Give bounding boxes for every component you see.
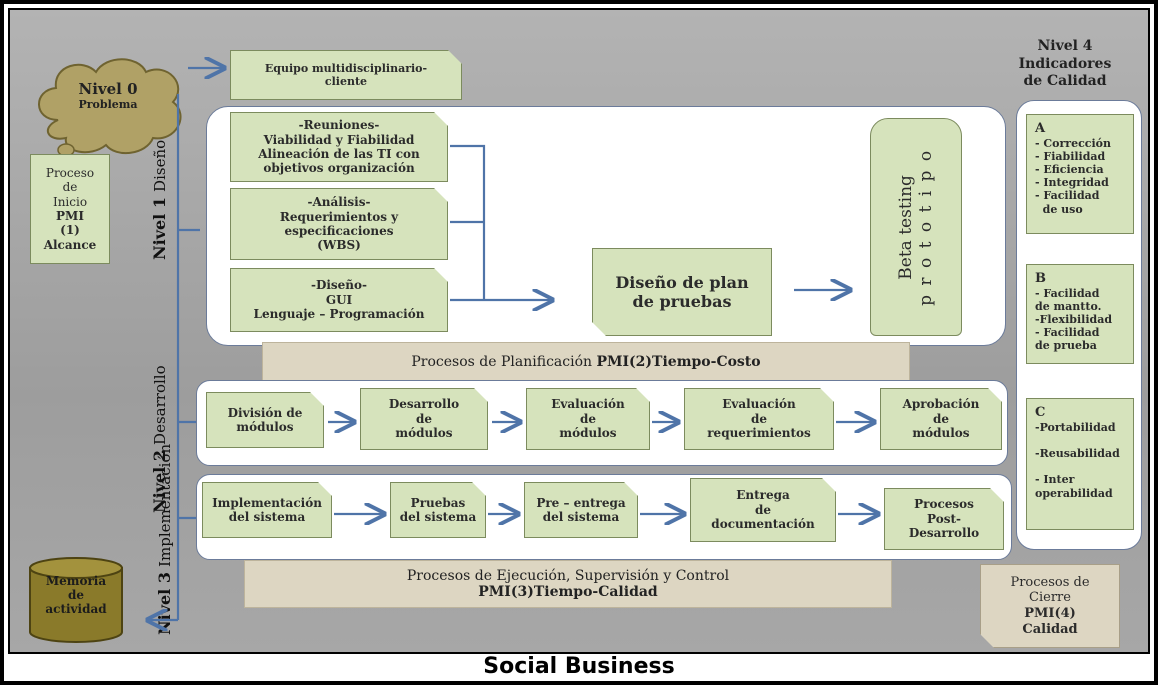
cierre-box: Procesos de Cierre PMI(4) Calidad (980, 564, 1120, 648)
design-box-reuniones: -Reuniones- Viabilidad y Fiabilidad Alin… (230, 112, 448, 182)
memoria-cylinder-icon (29, 557, 123, 643)
equipo-box: Equipo multidisciplinario- cliente (230, 50, 462, 100)
design-box-diseno: -Diseño- GUI Lenguaje – Programación (230, 268, 448, 332)
quality-c-letter: C (1035, 405, 1046, 420)
dev-box-division: División de módulos (206, 392, 324, 448)
impl-box-implementacion: Implementación del sistema (202, 482, 332, 538)
plan-pruebas-box: Diseño de plan de pruebas (592, 248, 772, 336)
quality-group-a: A - Corrección - Fiabilidad - Eficiencia… (1026, 114, 1134, 234)
quality-a-letter: A (1035, 121, 1046, 136)
impl-box-post-desarrollo: Procesos Post- Desarrollo (884, 488, 1004, 550)
diagram-title: Social Business (483, 654, 675, 679)
impl-box-entrega: Entrega de documentación (690, 478, 836, 542)
memoria-label: Memoria de actividad (45, 574, 107, 616)
cierre-pmi: PMI(4) Calidad (1022, 606, 1078, 637)
ejecucion-pmi: PMI(3)Tiempo-Calidad (478, 584, 658, 600)
dev-box-desarrollo: Desarrollo de módulos (360, 388, 488, 450)
nivel4-label: Nivel 4 Indicadores de Calidad (1018, 38, 1112, 89)
planificacion-pmi: PMI(2)Tiempo-Costo (596, 354, 761, 370)
quality-group-b: B - Facilidad de mantto. -Flexibilidad -… (1026, 264, 1134, 364)
quality-a-items: - Corrección - Fiabilidad - Eficiencia -… (1035, 136, 1111, 216)
beta-testing-box: Beta testing p r o t o t i p o (870, 118, 962, 336)
design-box-analisis: -Análisis- Requerimientos y especificaci… (230, 188, 448, 260)
cierre-text: Procesos de Cierre (1010, 574, 1090, 606)
impl-box-pruebas: Pruebas del sistema (390, 482, 486, 538)
quality-c-items: -Portabilidad -Reusabilidad - Inter oper… (1035, 420, 1120, 500)
quality-b-letter: B (1035, 271, 1046, 286)
dev-box-aprobacion: Aprobación de módulos (880, 388, 1002, 450)
nivel0-title: Nivel 0 (78, 80, 138, 98)
ejecucion-band: Procesos de Ejecución, Supervisión y Con… (244, 560, 892, 608)
dev-box-evaluacion-requerimientos: Evaluación de requerimientos (684, 388, 834, 450)
quality-group-c: C -Portabilidad -Reusabilidad - Inter op… (1026, 398, 1134, 530)
proceso-inicio-box: Proceso de Inicio PMI (1) Alcance (30, 154, 110, 264)
diagram-canvas: Nivel 0 Problema Equipo multidisciplinar… (8, 8, 1150, 654)
connector-arrows (10, 10, 1150, 654)
proceso-inicio-text: Proceso de Inicio (45, 165, 95, 209)
planificacion-text: Procesos de Planificación (411, 354, 597, 370)
ejecucion-text: Procesos de Ejecución, Supervisión y Con… (406, 568, 730, 584)
proceso-inicio-pmi: PMI (1) Alcance (43, 209, 97, 252)
impl-box-pre-entrega: Pre – entrega del sistema (524, 482, 638, 538)
dev-box-evaluacion-modulos: Evaluación de módulos (526, 388, 650, 450)
nivel0-label: Nivel 0 Problema (48, 80, 168, 111)
quality-b-items: - Facilidad de mantto. -Flexibilidad - F… (1035, 286, 1113, 353)
nivel0-subtitle: Problema (78, 98, 138, 111)
